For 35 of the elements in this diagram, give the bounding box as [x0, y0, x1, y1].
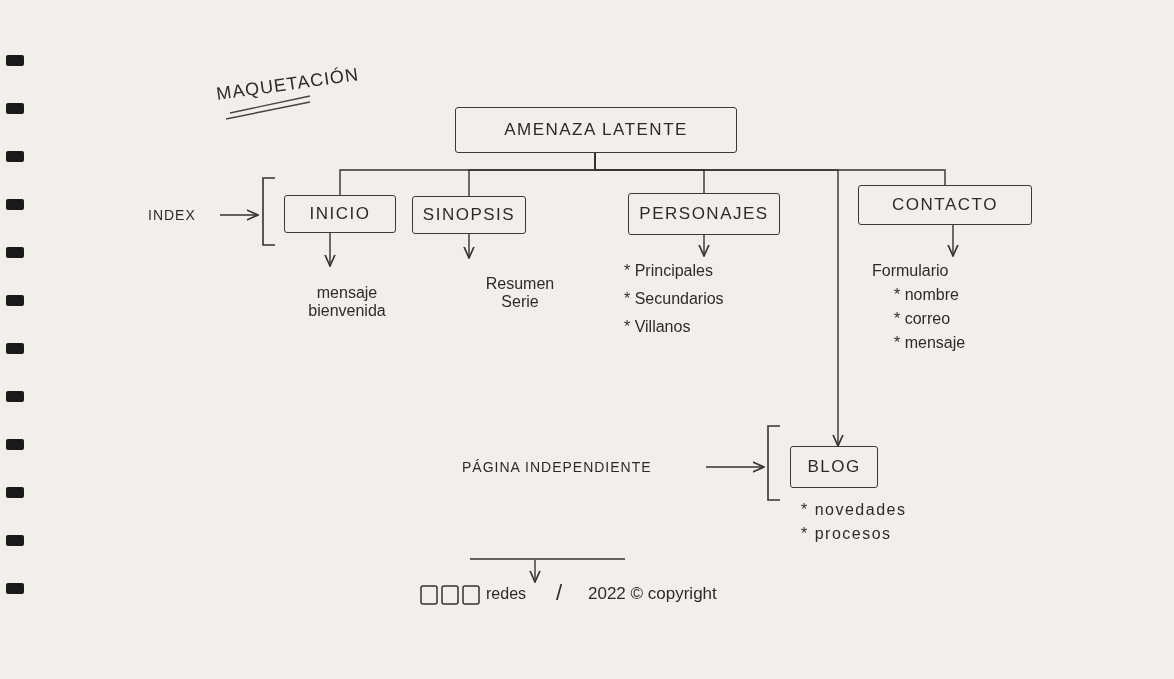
- connector-arrow: [529, 559, 541, 583]
- connector-arrow: [705, 461, 765, 473]
- text-label: * Secundarios: [624, 290, 725, 308]
- box-label: SINOPSIS: [422, 205, 516, 225]
- text-label: * mensaje: [894, 334, 966, 352]
- page-box: [284, 195, 396, 233]
- text-label: /: [556, 580, 563, 606]
- page-box: [858, 185, 1032, 225]
- text-label: redes: [486, 585, 528, 603]
- box-label: AMENAZA LATENTE: [504, 120, 688, 140]
- connector-arrow: [463, 233, 475, 259]
- text-label: 2022 © copyright: [588, 584, 717, 604]
- page-box: [628, 193, 780, 235]
- connector-arrow: [947, 224, 959, 257]
- connector-arrow: [698, 234, 710, 257]
- text-label: * Principales: [624, 262, 714, 280]
- connector-arrow: [324, 232, 336, 267]
- box-label: CONTACTO: [892, 195, 998, 215]
- text-label: mensaje bienvenida: [307, 284, 387, 320]
- text-label: * Villanos: [624, 318, 692, 336]
- text-label: INDEX: [148, 207, 197, 223]
- box-label: PERSONAJES: [639, 204, 769, 224]
- connector-arrow: [219, 209, 259, 221]
- page-box: [412, 196, 526, 234]
- text-label: * nombre: [894, 286, 959, 304]
- text-label: * novedades: [801, 501, 907, 519]
- text-label: * procesos: [801, 525, 893, 543]
- text-label: Resumen Serie: [484, 275, 556, 311]
- box-label: BLOG: [807, 457, 861, 477]
- title-box: [455, 107, 737, 153]
- text-label: Formulario: [872, 262, 949, 280]
- box-label: INICIO: [309, 204, 371, 224]
- text-label: * correo: [894, 310, 951, 328]
- text-label: PÁGINA INDEPENDIENTE: [462, 459, 653, 475]
- connector-arrow: [594, 152, 844, 447]
